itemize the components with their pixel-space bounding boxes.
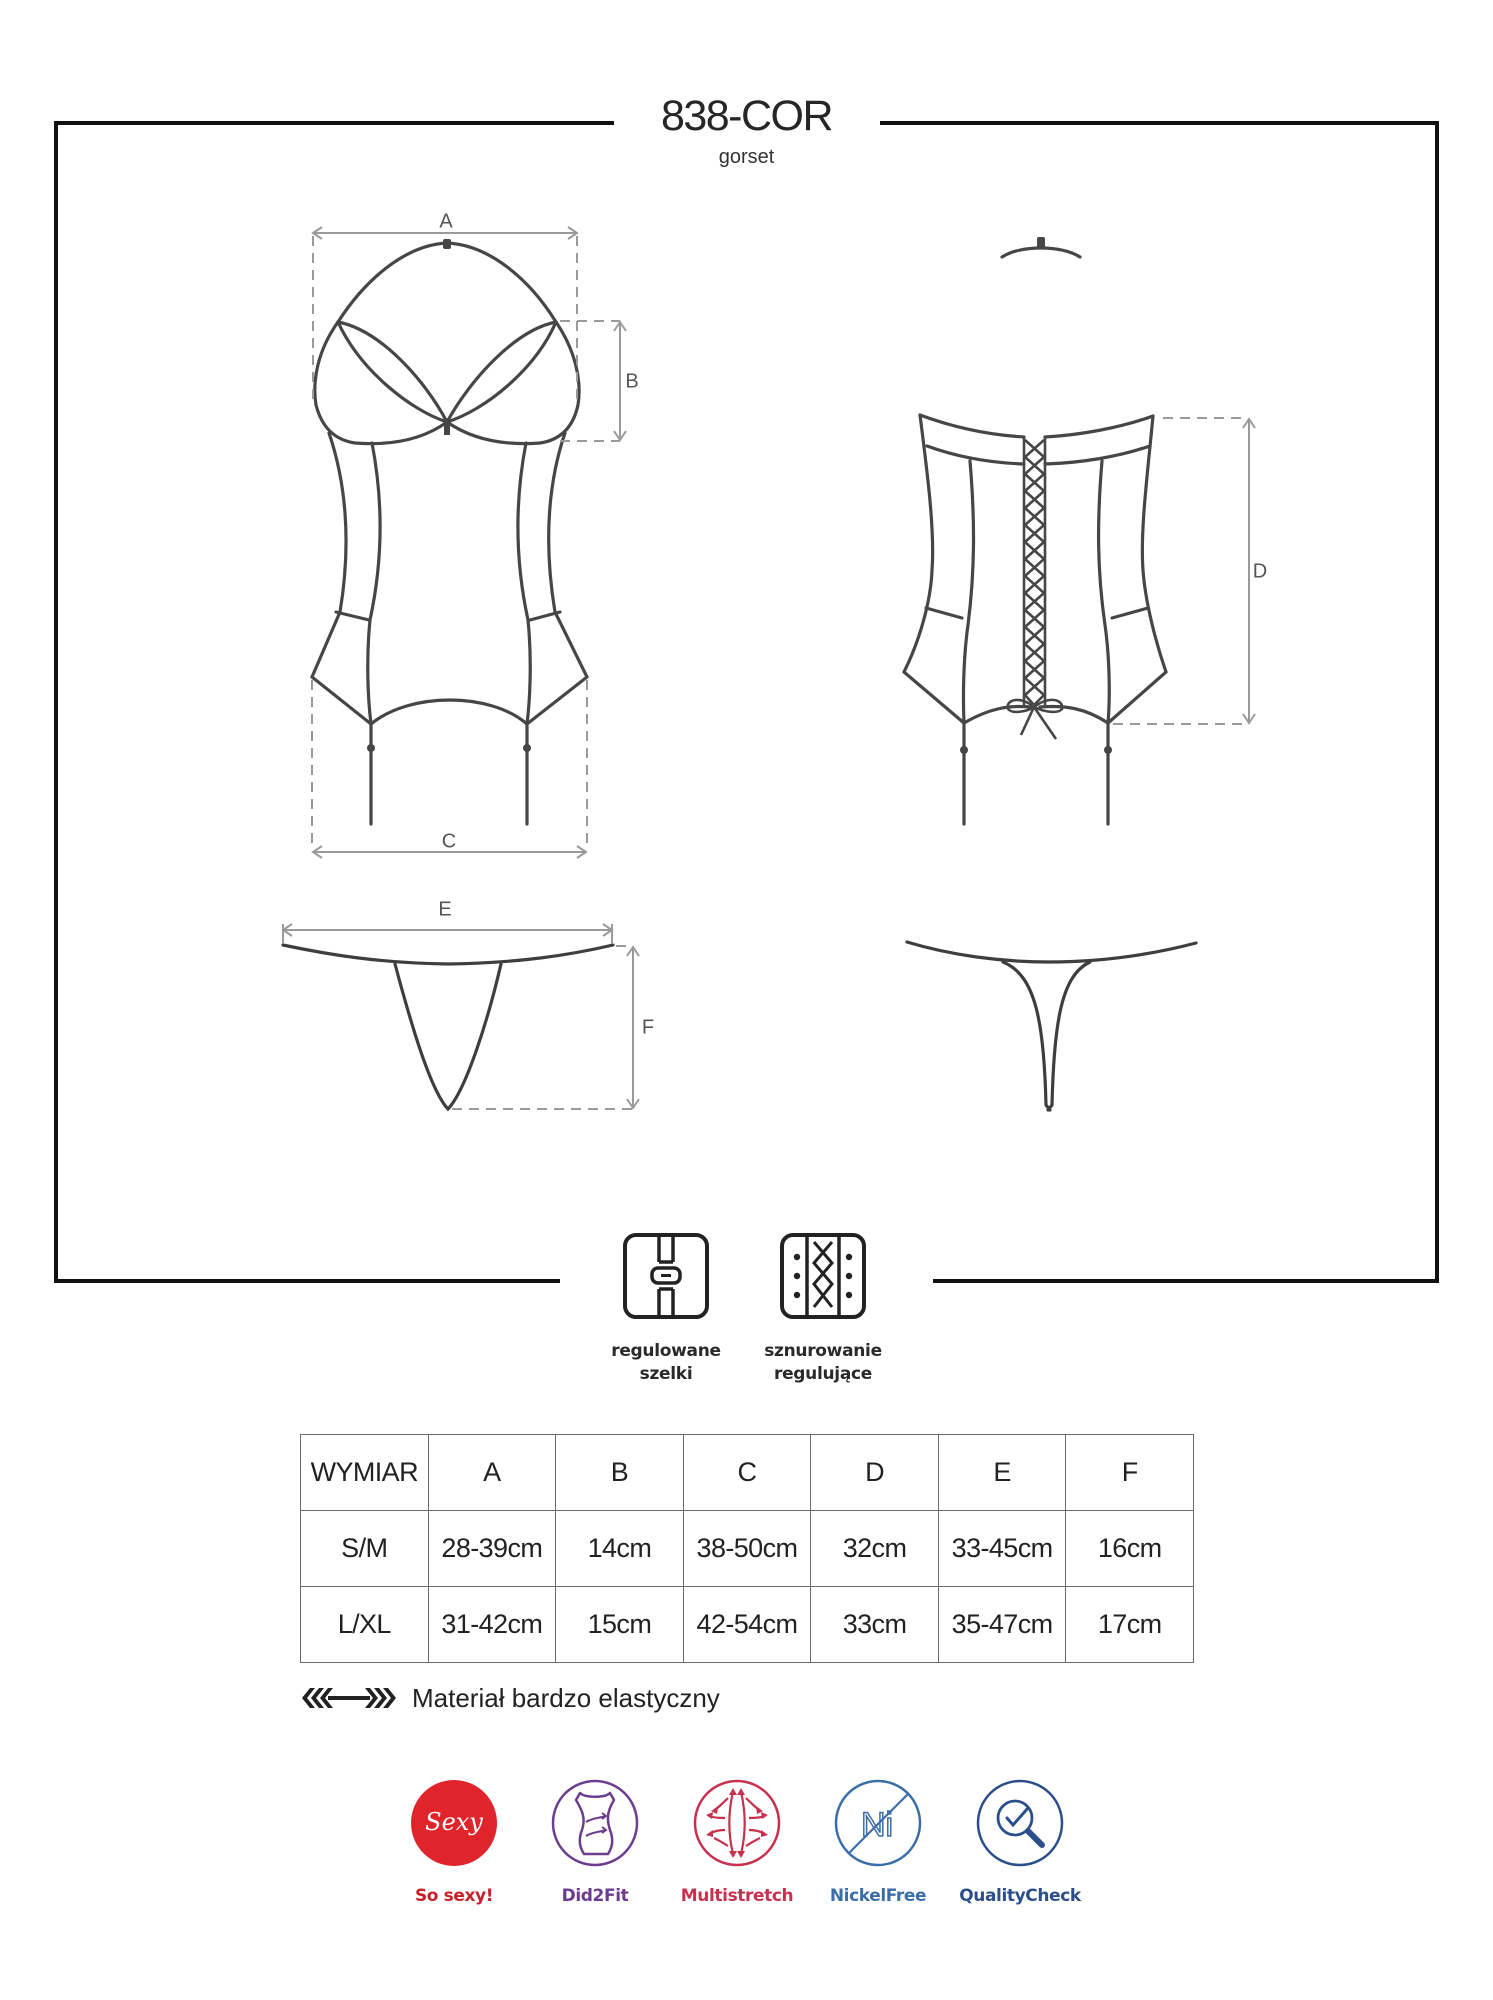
svg-text:Ni: Ni — [861, 1806, 893, 1844]
frame — [54, 121, 1439, 1283]
thong-front-dimensions — [281, 923, 640, 1110]
elastic-note: Materiał bardzo elastyczny — [302, 1680, 720, 1716]
dimension-label-b: B — [625, 370, 639, 393]
badge-quality-check: QualityCheck — [950, 1778, 1090, 1906]
product-code: 838-COR — [660, 92, 834, 140]
table-header-cell: WYMIAR — [300, 1434, 429, 1511]
product-type: gorset — [718, 146, 775, 168]
size-table: WYMIAR A B C D E F S/M 28-39cm 14cm 38-5… — [300, 1434, 1194, 1663]
badge-label: So sexy! — [414, 1886, 494, 1906]
lacing-detail — [1006, 437, 1064, 740]
table-header-cell: E — [937, 1434, 1067, 1511]
badge-label: Did2Fit — [561, 1886, 629, 1906]
table-row: L/XL 31-42cm 15cm 42-54cm 33cm 35-47cm 1… — [300, 1586, 1194, 1663]
thong-front-drawing — [281, 943, 615, 1112]
table-header-cell: D — [810, 1434, 939, 1511]
feature-lacing: sznurowanie regulujące — [728, 1232, 918, 1386]
table-header-row: WYMIAR A B C D E F — [300, 1434, 1194, 1511]
table-cell: 31-42cm — [427, 1586, 557, 1663]
corset-front-dimensions — [311, 226, 627, 859]
table-cell: 33cm — [810, 1586, 939, 1663]
thong-back-drawing — [905, 940, 1198, 1112]
did2fit-icon — [551, 1779, 639, 1867]
badge-nickel-free: Ni NickelFree — [808, 1778, 948, 1906]
table-header-cell: F — [1065, 1434, 1194, 1511]
badge-label: QualityCheck — [959, 1886, 1081, 1906]
table-cell: L/XL — [300, 1586, 429, 1663]
badge-multistretch: Multistretch — [667, 1778, 807, 1906]
dimension-label-d: D — [1252, 560, 1268, 583]
nickel-free-icon: Ni — [834, 1779, 922, 1867]
table-cell: 38-50cm — [682, 1510, 812, 1587]
corset-back-dimensions — [1113, 417, 1256, 725]
table-cell: 16cm — [1065, 1510, 1194, 1587]
adjustable-straps-icon — [623, 1233, 709, 1319]
dimension-label-f: F — [641, 1016, 655, 1039]
stretch-arrows-icon — [302, 1688, 396, 1708]
table-cell: 15cm — [555, 1586, 684, 1663]
corset-back-drawing — [902, 237, 1168, 826]
table-cell: 42-54cm — [682, 1586, 812, 1663]
table-header-cell: B — [555, 1434, 684, 1511]
feature-label-line1: regulowane — [611, 1341, 721, 1361]
technical-drawing — [54, 121, 1439, 1283]
feature-label-line1: sznurowanie — [764, 1341, 882, 1361]
feature-adjustable-straps: regulowane szelki — [571, 1232, 761, 1386]
table-row: S/M 28-39cm 14cm 38-50cm 32cm 33-45cm 16… — [300, 1510, 1194, 1587]
table-cell: 35-47cm — [937, 1586, 1067, 1663]
feature-label-line2: regulujące — [773, 1364, 873, 1384]
lacing-icon — [780, 1233, 866, 1319]
feature-label-line2: szelki — [639, 1364, 693, 1384]
sexy-icon: Sexy — [411, 1780, 497, 1866]
dimension-label-e: E — [438, 898, 452, 921]
svg-text:Sexy: Sexy — [425, 1808, 483, 1836]
table-cell: 28-39cm — [427, 1510, 557, 1587]
multistretch-icon — [693, 1779, 781, 1867]
table-cell: 14cm — [555, 1510, 684, 1587]
table-header-cell: C — [682, 1434, 812, 1511]
badge-so-sexy: Sexy So sexy! — [384, 1778, 524, 1906]
badge-did2fit: Did2Fit — [525, 1778, 665, 1906]
badge-label: Multistretch — [680, 1886, 794, 1906]
corset-front-drawing — [310, 239, 589, 826]
badge-label: NickelFree — [829, 1886, 927, 1906]
dimension-label-a: A — [439, 210, 453, 233]
elastic-note-text: Materiał bardzo elastyczny — [412, 1682, 720, 1713]
table-cell: 32cm — [810, 1510, 939, 1587]
table-cell: S/M — [300, 1510, 429, 1587]
table-cell: 33-45cm — [937, 1510, 1067, 1587]
table-cell: 17cm — [1065, 1586, 1194, 1663]
table-header-cell: A — [427, 1434, 557, 1511]
dimension-label-c: C — [441, 830, 457, 853]
quality-check-icon — [976, 1779, 1064, 1867]
